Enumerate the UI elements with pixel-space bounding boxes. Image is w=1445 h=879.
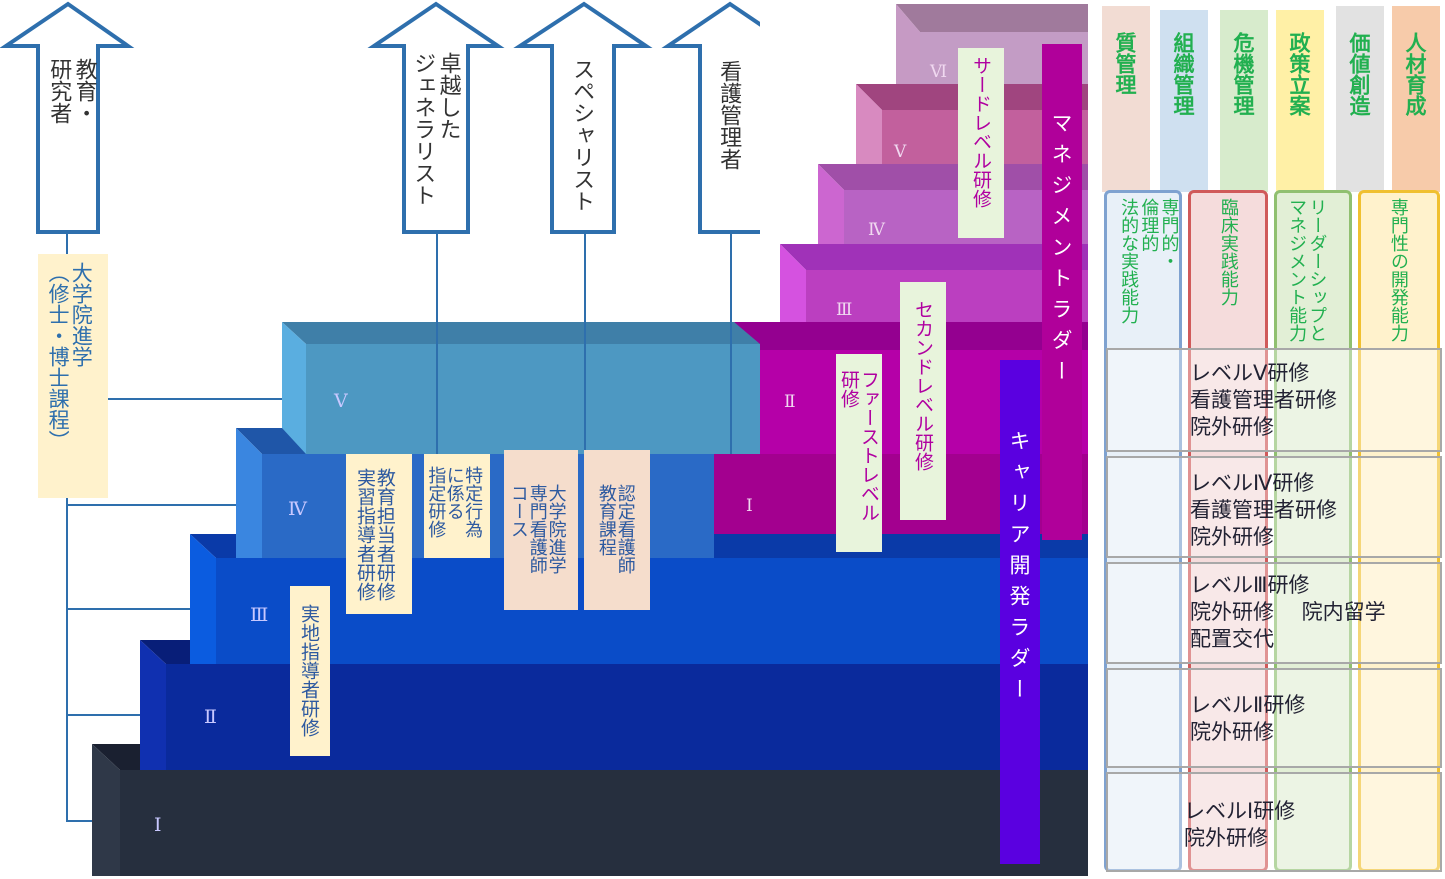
blue-step-1-side — [92, 744, 120, 876]
level-text-1: レベルⅠ研修 院外研修 — [1184, 799, 1296, 850]
kyouiku-label: 教育担当者研修 実習指導者研修 — [353, 468, 396, 601]
second-level-label: セカンドレベル研修 — [911, 300, 934, 471]
third-level-box — [958, 48, 1004, 238]
bracket-tick-1 — [66, 504, 242, 506]
bracket-tick-3 — [66, 714, 146, 716]
career-ladder-bar — [1000, 360, 1040, 864]
first-level-label: ファーストレベル 研修 — [837, 370, 880, 522]
tokutei-label: 特定行為 に係る 指定研修 — [425, 466, 484, 538]
blue-step-1 — [120, 770, 1088, 876]
blue-step-label-1: Ⅰ — [154, 814, 162, 836]
blue-step-5-side — [282, 322, 306, 454]
graduate-box — [38, 254, 108, 498]
bracket-tick-4 — [66, 820, 96, 822]
second-level-box — [900, 282, 946, 520]
level-text-4: レベルⅣ研修 看護管理者研修 院外研修 — [1190, 471, 1337, 549]
arrow-label-kyouiku: 教育・ 研究者 — [46, 58, 97, 124]
blue-step-2-side — [140, 640, 166, 770]
stem-generalist — [436, 232, 438, 454]
arrow-label-kangokanri: 看護管理者 — [716, 60, 742, 170]
header-bg-4 — [1276, 10, 1324, 192]
magenta-step-label-6: Ⅵ — [930, 62, 948, 82]
competency-label-1: 専門的・ 倫理的 法的な実践能力 — [1118, 198, 1180, 324]
magenta-step-5-side — [856, 84, 882, 190]
blue-step-label-5: Ⅴ — [334, 390, 348, 412]
magenta-step-4-side — [818, 164, 844, 270]
level-row-4 — [1106, 456, 1442, 558]
stem-specialist — [584, 232, 586, 454]
stem-kangokanri — [730, 232, 732, 454]
header-bg-5 — [1336, 6, 1384, 192]
third-level-label: サードレベル研修 — [969, 56, 992, 208]
daigakuin-box — [504, 450, 578, 610]
header-seisaku-ritsuan: 政策立案 — [1287, 32, 1312, 116]
header-bg-1 — [1102, 6, 1150, 192]
header-bg-3 — [1220, 10, 1268, 192]
competency-column-2 — [1188, 190, 1268, 872]
competency-label-2: 臨床実践能力 — [1217, 198, 1239, 306]
level-row-1 — [1106, 772, 1442, 872]
arrow-kangokanri — [661, 1, 760, 234]
header-kachi-souzou: 価値創造 — [1347, 32, 1372, 116]
level-text-2: レベルⅡ研修 院外研修 — [1190, 693, 1306, 744]
blue-step-label-2: Ⅱ — [204, 706, 217, 728]
career-ladder-label: キャリア開発ラダー — [1007, 430, 1031, 709]
header-jinzai-ikusei: 人材育成 — [1403, 32, 1428, 116]
arrow-label-generalist: 卓越した ジェネラリスト — [410, 52, 461, 206]
nintei-box — [584, 450, 650, 610]
level-row-3 — [1106, 562, 1442, 664]
header-shitsu-kanri: 質管理 — [1113, 32, 1138, 95]
management-ladder-label: マネジメントラダー — [1049, 112, 1073, 391]
management-ladder-bar — [1042, 44, 1082, 540]
competency-label-4: 専門性の開発能力 — [1387, 198, 1409, 342]
bracket-tick-2 — [66, 608, 194, 610]
magenta-step-label-4: Ⅳ — [868, 220, 885, 240]
level-text-3: レベルⅢ研修 院外研修 院内留学 配置交代 — [1190, 573, 1386, 651]
magenta-step-label-1: Ⅰ — [746, 496, 753, 516]
kyouiku-box — [346, 454, 412, 614]
arrow-generalist — [367, 1, 505, 234]
tokutei-box — [424, 454, 490, 558]
blue-step-3-side — [190, 534, 216, 664]
daigakuin-label: 大学院進学 専門看護師 コース — [507, 484, 567, 574]
header-kiki-kanri: 危機管理 — [1231, 32, 1256, 116]
magenta-step-label-5: Ⅴ — [894, 142, 907, 162]
blue-step-5-top — [282, 322, 760, 344]
arrow-label-specialist: スペシャリスト — [569, 58, 595, 212]
level-text-5: レベルⅤ研修 看護管理者研修 院外研修 — [1190, 361, 1337, 439]
competency-column-1 — [1104, 190, 1182, 872]
blue-step-label-4: Ⅳ — [288, 498, 307, 520]
arrows-svg — [0, 1, 760, 234]
blue-step-5 — [306, 344, 760, 454]
blue-step-4-side — [236, 428, 262, 558]
connector-to-v — [106, 398, 286, 400]
magenta-step-6-top — [896, 4, 1088, 32]
nintei-label: 認定看護師 教育課程 — [595, 484, 636, 574]
bracket-vline — [66, 496, 68, 822]
header-bg-6 — [1392, 6, 1440, 192]
competency-column-4 — [1358, 190, 1440, 872]
header-soshiki-kanri: 組織管理 — [1171, 32, 1196, 116]
graduate-label: 大学院進学 （修士・博士課程） — [46, 262, 94, 451]
magenta-step-label-3: Ⅲ — [836, 300, 853, 320]
magenta-step-label-2: Ⅱ — [784, 392, 796, 412]
magenta-step-4-top — [818, 164, 1088, 190]
blue-step-label-3: Ⅲ — [250, 604, 269, 626]
competency-label-3: リーダーシップと マネジメント能力 — [1286, 198, 1328, 342]
level-row-5 — [1106, 348, 1442, 452]
competency-column-3 — [1274, 190, 1352, 872]
arrow-specialist — [513, 1, 653, 234]
header-bg-2 — [1160, 10, 1208, 192]
level-row-2 — [1106, 668, 1442, 768]
magenta-step-3-top — [780, 244, 1088, 270]
first-level-box — [836, 354, 882, 552]
magenta-step-6-side — [896, 4, 920, 110]
arrow-kyouiku — [0, 1, 135, 234]
connector-upper — [66, 232, 68, 256]
jicchi-box — [290, 586, 330, 756]
jicchi-label: 実地指導者研修 — [297, 604, 320, 737]
